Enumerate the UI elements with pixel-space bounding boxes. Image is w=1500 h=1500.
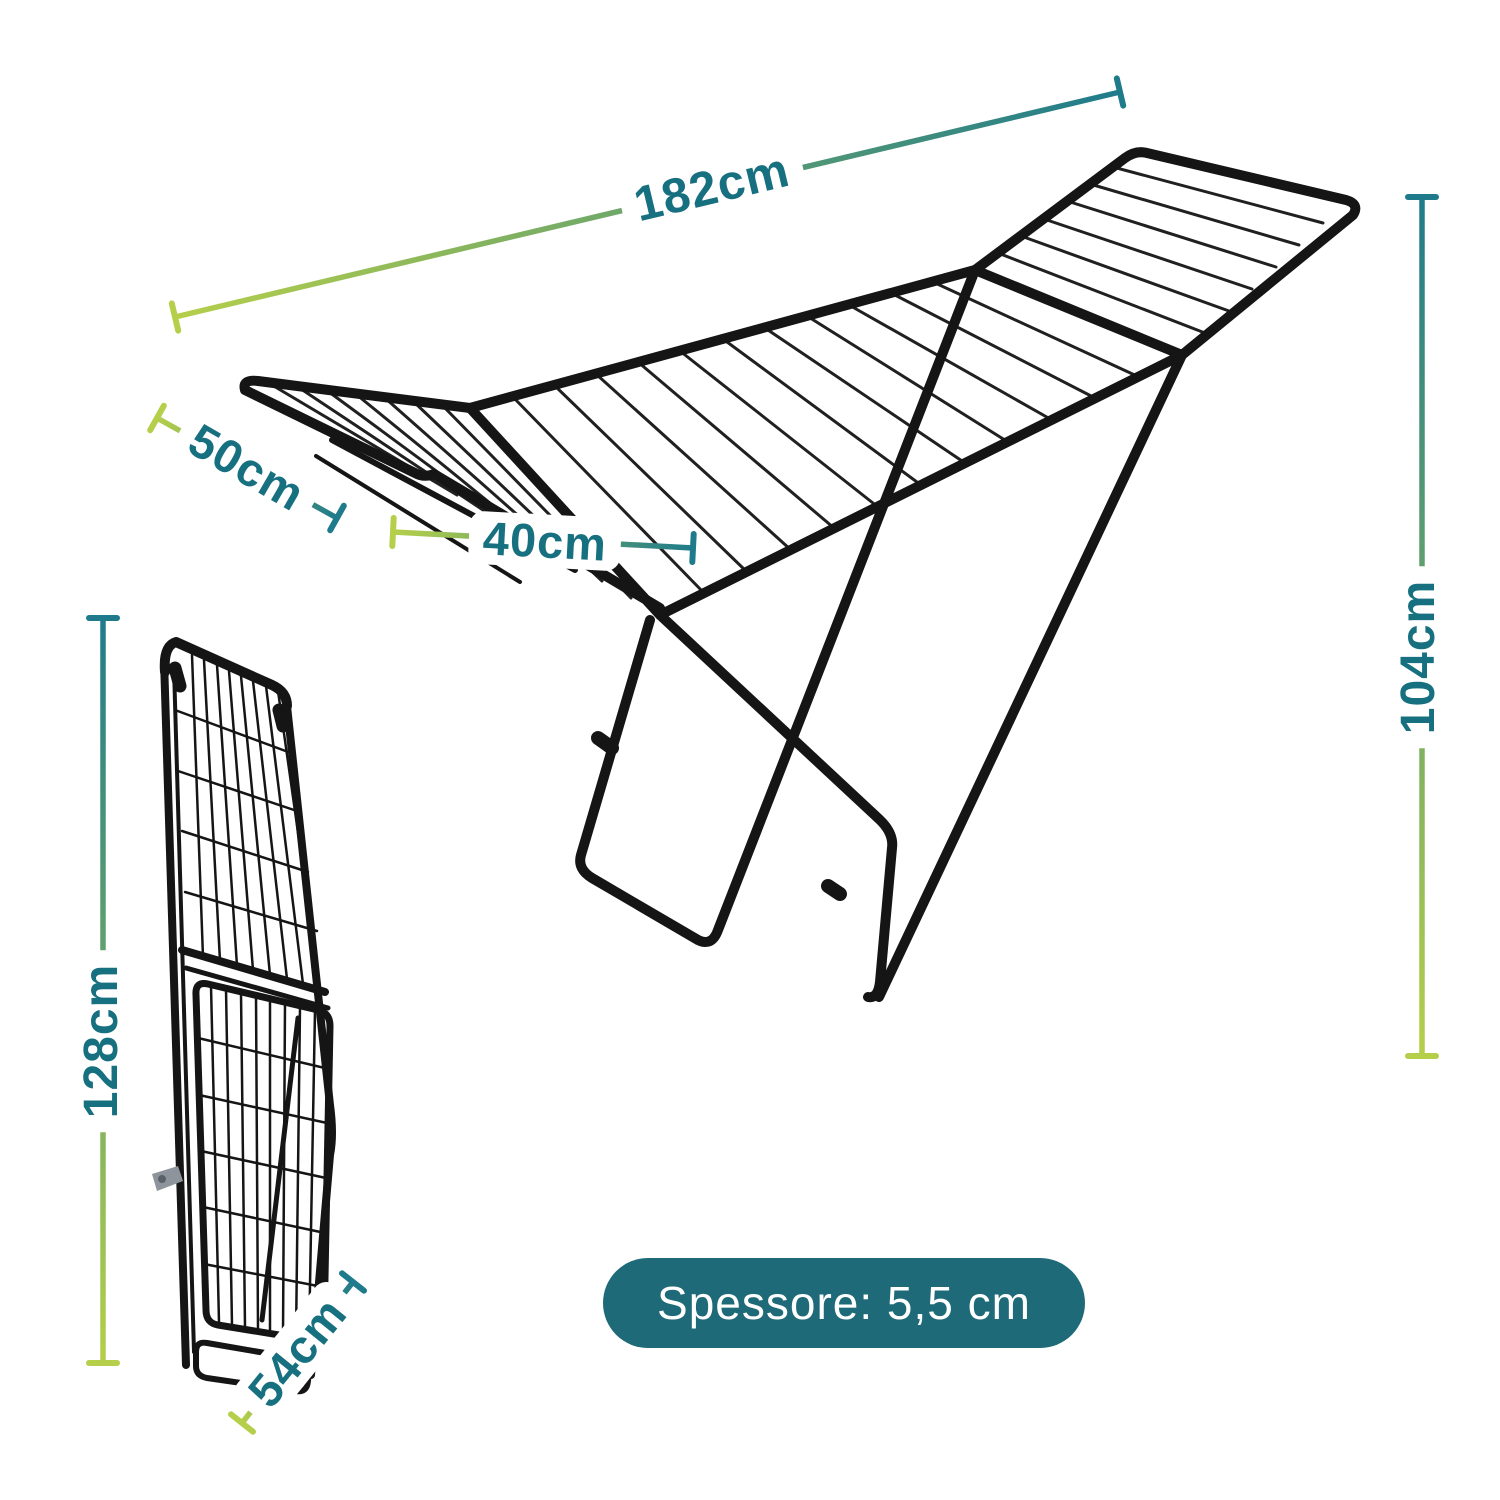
dimension-label-open-height: 104cm	[1392, 565, 1446, 749]
latch-detail	[152, 1166, 183, 1191]
dimension-label-folded-height: 128cm	[75, 949, 129, 1133]
dimension-label-center-depth: 40cm	[467, 510, 623, 572]
thickness-badge: Spessore: 5,5 cm	[603, 1258, 1085, 1348]
open-rack-illustration	[239, 147, 1361, 1003]
folded-rack-illustration	[152, 637, 336, 1395]
thickness-badge-label: Spessore: 5,5 cm	[657, 1277, 1031, 1329]
